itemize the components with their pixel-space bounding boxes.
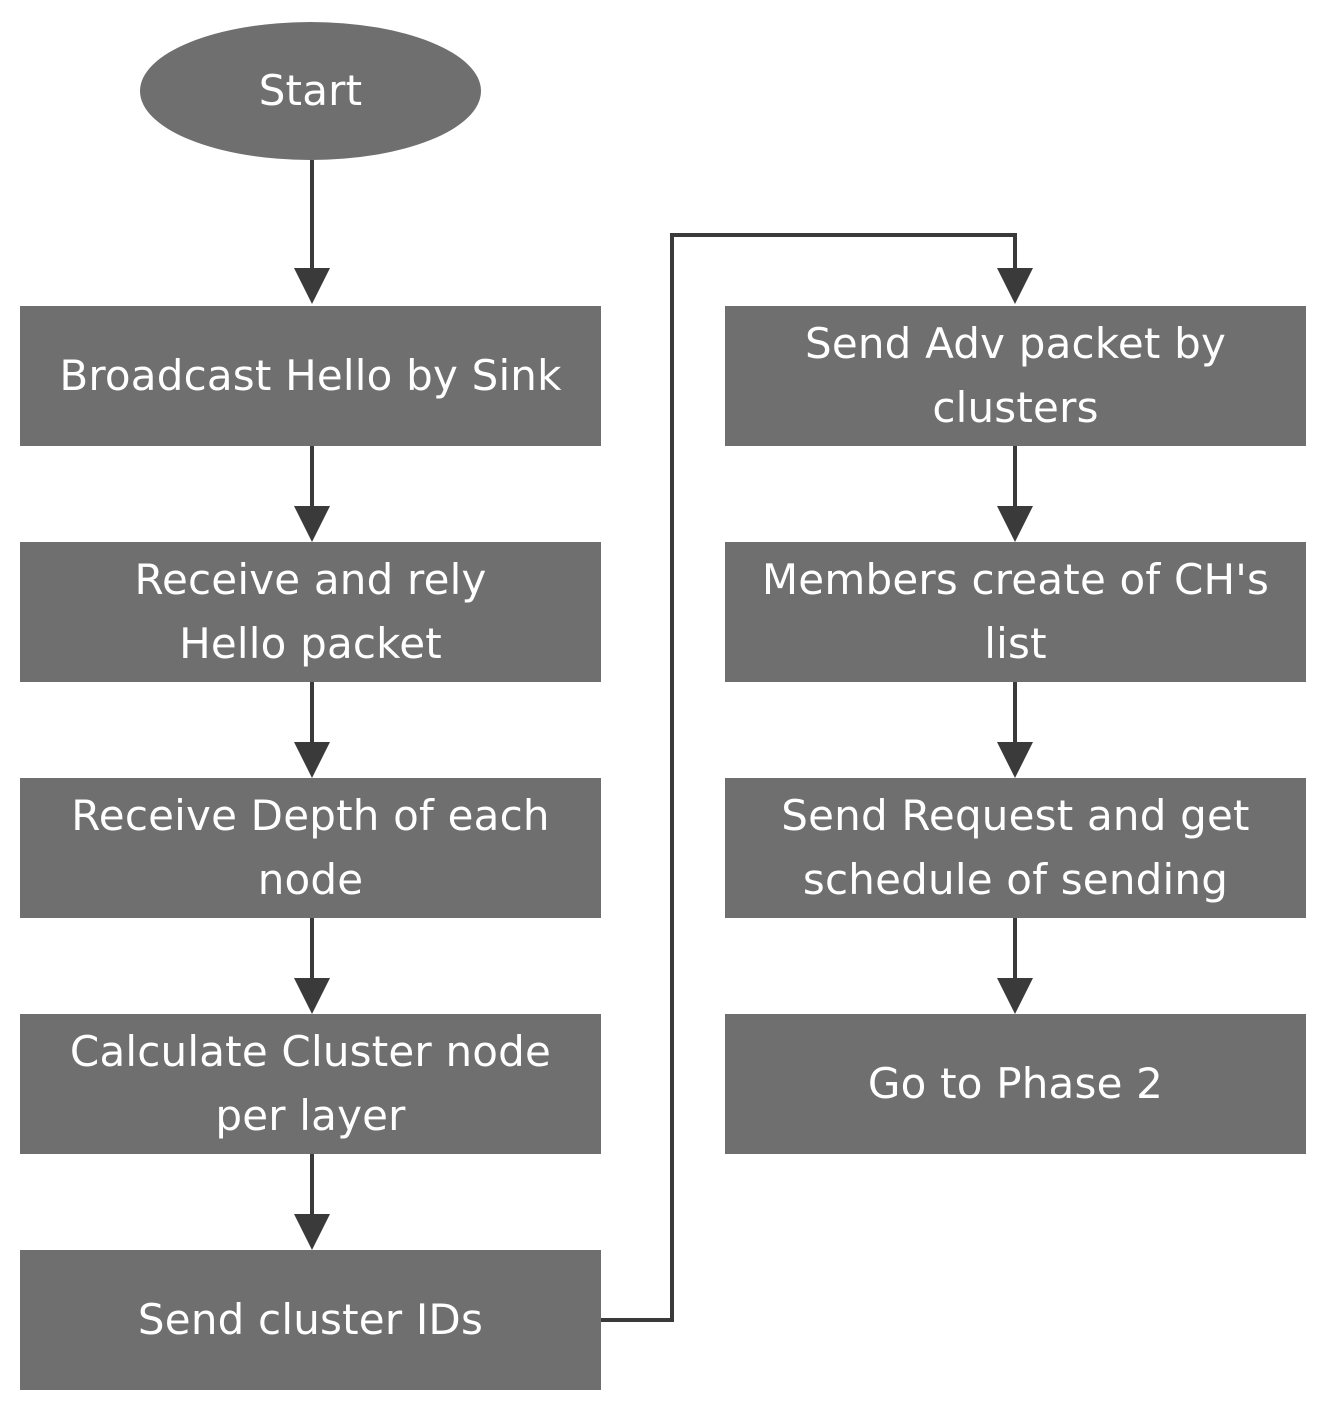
- arrowhead-to-adv: [997, 268, 1033, 304]
- arrowhead-members-to-request: [997, 742, 1033, 778]
- step-send-adv-packet: Send Adv packet by clusters: [725, 306, 1306, 446]
- arrowhead-receive-hello-to-depth: [294, 742, 330, 778]
- arrowhead-depth-to-calculate: [294, 978, 330, 1014]
- step-label: Go to Phase 2: [867, 1059, 1164, 1108]
- start-label: Start: [258, 66, 363, 115]
- step-label: Send cluster IDs: [137, 1295, 484, 1344]
- arrowhead-start-to-broadcast: [294, 268, 330, 304]
- arrowhead-calculate-to-send-ids: [294, 1214, 330, 1250]
- step-label: Members create of CH's list: [761, 555, 1270, 668]
- step-members-create-list: Members create of CH's list: [725, 542, 1306, 682]
- step-label: Calculate Cluster node per layer: [69, 1027, 552, 1140]
- step-send-request-schedule: Send Request and get schedule of sending: [725, 778, 1306, 918]
- arrowhead-adv-to-members: [997, 506, 1033, 542]
- step-receive-rely-hello: Receive and rely Hello packet: [20, 542, 601, 682]
- start-terminal: Start: [140, 22, 481, 160]
- connector-send-ids-to-adv: [600, 233, 1017, 1322]
- step-send-cluster-ids: Send cluster IDs: [20, 1250, 601, 1390]
- step-label: Send Adv packet by clusters: [804, 319, 1227, 432]
- step-label: Receive and rely Hello packet: [134, 555, 487, 668]
- step-go-to-phase-2: Go to Phase 2: [725, 1014, 1306, 1154]
- step-label: Broadcast Hello by Sink: [59, 351, 562, 400]
- step-label: Receive Depth of each node: [71, 791, 550, 904]
- step-receive-depth: Receive Depth of each node: [20, 778, 601, 918]
- arrowhead-broadcast-to-receive-hello: [294, 506, 330, 542]
- step-broadcast-hello: Broadcast Hello by Sink: [20, 306, 601, 446]
- arrowhead-request-to-phase2: [997, 978, 1033, 1014]
- step-label: Send Request and get schedule of sending: [781, 791, 1250, 904]
- step-calculate-cluster: Calculate Cluster node per layer: [20, 1014, 601, 1154]
